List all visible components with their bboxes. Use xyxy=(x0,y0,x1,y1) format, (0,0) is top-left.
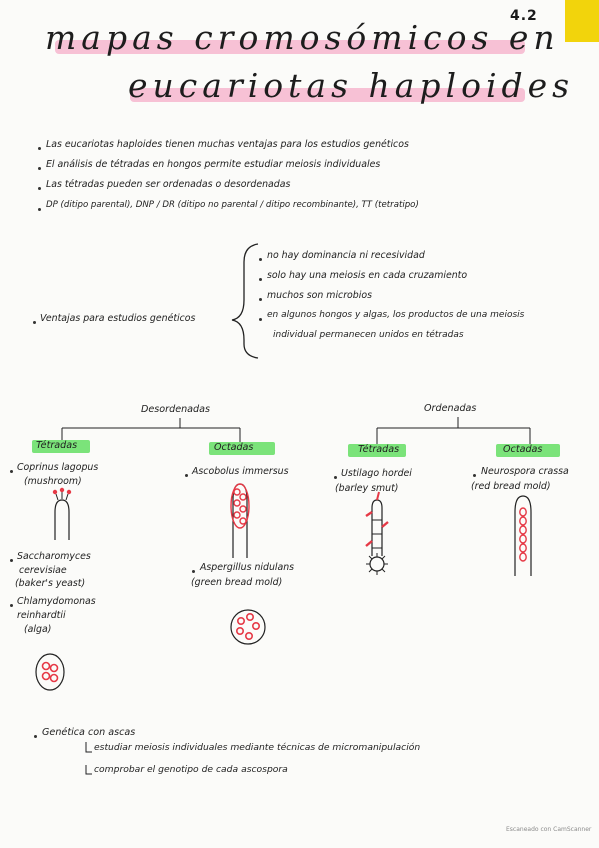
tree-node-tetradas-right: Tétradas xyxy=(358,444,400,455)
organism-name: Aspergillus nidulans xyxy=(200,562,295,573)
tetrad-icon xyxy=(35,653,65,691)
organism-name: Chlamydomonas xyxy=(17,596,96,607)
bullet-dot xyxy=(185,474,188,477)
organism-common-name: (mushroom) xyxy=(24,476,82,487)
bullet-dot xyxy=(473,474,476,477)
organism-name: Saccharomyces xyxy=(17,551,91,562)
page-title-line-2: eucariotas haploides xyxy=(128,66,575,105)
organism-name: Neurospora crassa xyxy=(481,466,569,477)
bullet-dot xyxy=(38,187,41,190)
bullet-dot xyxy=(10,559,13,562)
organism-name-part: cerevisiae xyxy=(19,565,67,576)
intro-bullet: Las eucariotas haploides tienen muchas v… xyxy=(46,139,409,150)
advantage-item: no hay dominancia ni recesividad xyxy=(267,250,425,261)
tree-desordenadas-lines xyxy=(61,418,241,442)
advantages-label: Ventajas para estudios genéticos xyxy=(40,313,196,324)
genetics-heading: Genética con ascas xyxy=(42,727,136,738)
advantage-item: muchos son microbios xyxy=(267,290,372,301)
bullet-dot xyxy=(38,167,41,170)
intro-bullet: El análisis de tétradas en hongos permit… xyxy=(46,159,381,170)
genetics-line: estudiar meiosis individuales mediante t… xyxy=(94,742,421,753)
organism-name: Ustilago hordei xyxy=(341,468,412,479)
advantage-item: en algunos hongos y algas, los productos… xyxy=(267,310,525,320)
green-highlight xyxy=(496,444,560,457)
bullet-dot xyxy=(259,258,262,261)
page-corner-tab xyxy=(565,0,599,42)
organism-name-part: reinhardtii xyxy=(17,610,66,621)
advantage-item: individual permanecen unidos en tétradas xyxy=(273,330,464,340)
basidium-icon xyxy=(52,487,72,540)
scanner-watermark: Escaneado con CamScanner xyxy=(506,826,592,833)
bullet-dot xyxy=(259,298,262,301)
tree-node-octadas-left: Octadas xyxy=(214,442,254,453)
promycelium-icon xyxy=(365,491,389,575)
bullet-dot xyxy=(259,318,262,321)
title-highlight-1 xyxy=(55,40,525,54)
intro-bullet: Las tétradas pueden ser ordenadas o deso… xyxy=(46,179,291,190)
green-highlight xyxy=(348,444,406,457)
page-title-line-1: mapas cromosómicos en xyxy=(45,18,560,57)
tree-root-desordenadas: Desordenadas xyxy=(141,404,211,415)
title-highlight-2 xyxy=(130,88,525,102)
bullet-dot xyxy=(192,570,195,573)
bullet-dot xyxy=(10,470,13,473)
ordered-ascus-icon xyxy=(514,495,532,576)
arrow-icon xyxy=(85,765,92,775)
genetics-line: comprobar el genotipo de cada ascospora xyxy=(94,764,288,775)
tree-root-ordenadas: Ordenadas xyxy=(424,403,477,414)
green-highlight xyxy=(32,440,90,453)
curly-brace xyxy=(231,243,259,359)
organism-common-name: (baker's yeast) xyxy=(15,578,86,589)
bullet-dot xyxy=(33,321,36,324)
organism-name: Coprinus lagopus xyxy=(17,462,99,473)
bullet-dot xyxy=(10,604,13,607)
bullet-dot xyxy=(259,278,262,281)
advantage-item: solo hay una meiosis en cada cruzamiento xyxy=(267,270,468,281)
organism-common-name: (barley smut) xyxy=(335,483,399,494)
bullet-dot xyxy=(334,476,337,479)
bullet-dot xyxy=(34,735,37,738)
ascus-icon xyxy=(230,483,250,558)
green-highlight xyxy=(209,442,275,455)
tree-ordenadas-lines xyxy=(376,417,531,444)
bullet-dot xyxy=(38,147,41,150)
organism-common-name: (red bread mold) xyxy=(471,481,551,492)
intro-bullet: DP (ditipo parental), DNP / DR (ditipo n… xyxy=(46,200,419,210)
organism-name: Ascobolus immersus xyxy=(192,466,289,477)
cleistothecium-icon xyxy=(230,609,266,645)
bullet-dot xyxy=(38,208,41,211)
organism-common-name: (alga) xyxy=(24,624,52,635)
arrow-icon xyxy=(85,742,92,753)
page-number: 4.2 xyxy=(510,8,538,24)
organism-common-name: (green bread mold) xyxy=(191,577,283,588)
tree-node-tetradas-left: Tétradas xyxy=(36,440,78,451)
tree-node-octadas-right: Octadas xyxy=(503,444,543,455)
